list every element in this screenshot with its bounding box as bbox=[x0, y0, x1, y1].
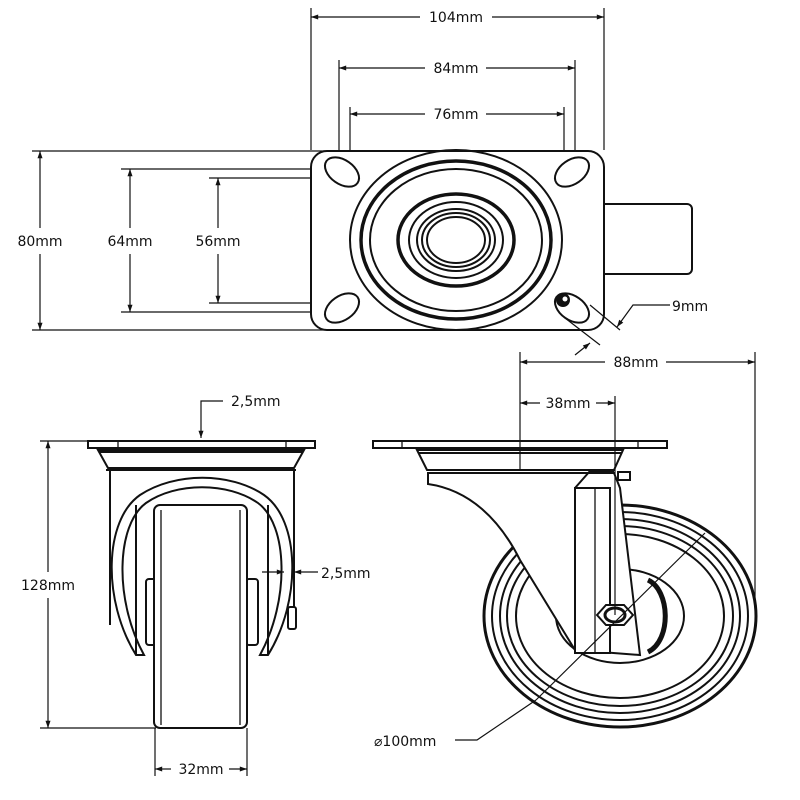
dim-hole-spacing-inner-x: 76mm bbox=[350, 107, 564, 123]
side-view: 88mm 38mm ⌀100mm bbox=[372, 352, 758, 750]
label-wheel-diameter: ⌀100mm bbox=[374, 734, 436, 750]
label-plate-width: 104mm bbox=[429, 10, 483, 26]
label-fork-thickness: 2,5mm bbox=[321, 566, 371, 582]
label-hole-spacing-inner-y: 56mm bbox=[195, 234, 240, 250]
dim-wheel-width: 32mm bbox=[154, 728, 248, 778]
slot-top-right bbox=[553, 156, 591, 188]
dim-hole-spacing-outer-y: 64mm bbox=[107, 169, 153, 312]
label-slot-width: 9mm bbox=[672, 299, 708, 315]
dim-swivel-offset: 38mm bbox=[520, 396, 616, 615]
dim-fork-thickness: 2,5mm bbox=[262, 566, 371, 582]
dim-slot-width: 9mm bbox=[564, 299, 708, 356]
slot-bottom-right bbox=[553, 292, 591, 324]
label-hole-spacing-inner-x: 76mm bbox=[433, 107, 478, 123]
label-offset-total: 88mm bbox=[613, 355, 658, 371]
label-swivel-offset: 38mm bbox=[545, 396, 590, 412]
label-hole-spacing-outer-x: 84mm bbox=[433, 61, 478, 77]
label-plate-height: 80mm bbox=[17, 234, 62, 250]
label-total-height: 128mm bbox=[21, 578, 75, 594]
swivel-post bbox=[574, 487, 611, 654]
dim-total-height: 128mm bbox=[21, 440, 156, 729]
front-view: 2,5mm 2,5mm bbox=[21, 394, 371, 778]
dim-plate-height: 80mm bbox=[17, 151, 63, 330]
top-view: 104mm 84mm 76mm 80mm 64m bbox=[17, 8, 708, 356]
dim-hole-spacing-inner-y: 56mm bbox=[195, 178, 241, 303]
dim-wheel-diameter: ⌀100mm bbox=[374, 532, 706, 750]
label-wheel-width: 32mm bbox=[178, 762, 223, 778]
dim-plate-width: 104mm bbox=[311, 10, 604, 26]
dim-hole-spacing-outer-x: 84mm bbox=[339, 61, 575, 77]
label-hole-spacing-outer-y: 64mm bbox=[107, 234, 152, 250]
dim-offset-total: 88mm bbox=[519, 352, 756, 600]
front-wheel bbox=[153, 504, 248, 729]
mounting-slots bbox=[323, 156, 591, 324]
front-plate bbox=[87, 440, 316, 449]
swivel-bearing bbox=[349, 149, 563, 331]
slot-bottom-left bbox=[323, 292, 361, 324]
brake-tab bbox=[597, 203, 693, 275]
label-plate-thickness: 2,5mm bbox=[231, 394, 281, 410]
slot-top-left bbox=[323, 156, 361, 188]
